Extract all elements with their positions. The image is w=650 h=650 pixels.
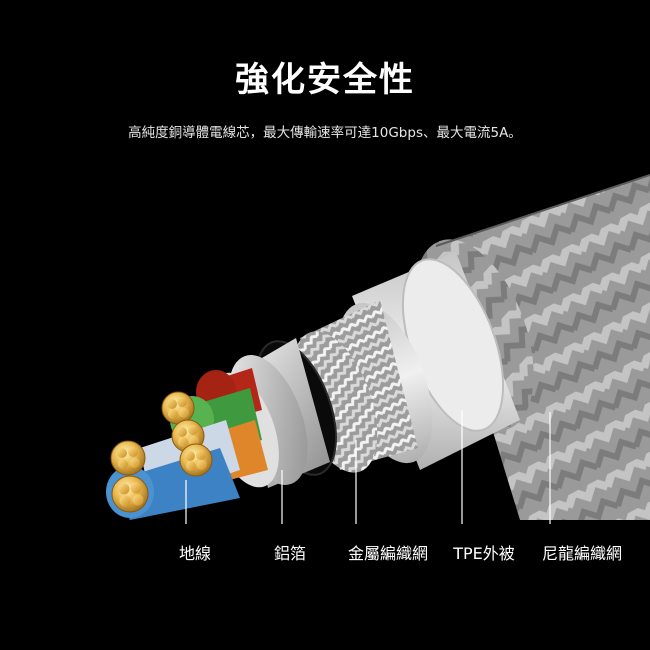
- feature-description: 高純度銅導體電線芯，最大傳輸速率可達10Gbps、最大電流5A。: [128, 125, 522, 141]
- pointer-lines: [185, 410, 551, 524]
- label-nylon-braid: 尼龍編織網: [541, 544, 623, 563]
- copper-conductors: [110, 391, 213, 513]
- label-metal-braid: 金屬編織網: [347, 544, 429, 563]
- page-title: 強化安全性: [235, 60, 415, 100]
- label-tpe-jacket: TPE外被: [453, 544, 515, 563]
- label-ground-wire: 地線: [178, 544, 212, 563]
- label-aluminum-foil: 鋁箔: [273, 544, 307, 563]
